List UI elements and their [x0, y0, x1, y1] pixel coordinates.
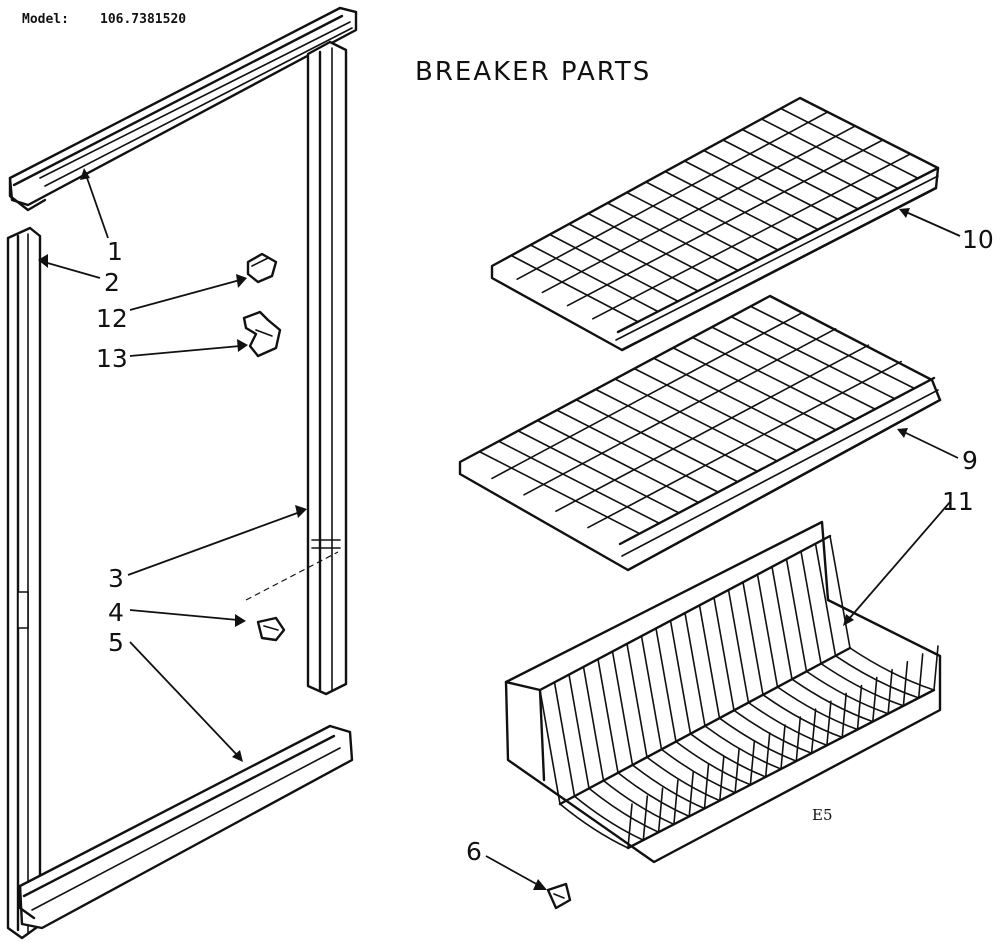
callout-2: 2 [104, 268, 120, 297]
callout-1: 1 [107, 237, 123, 266]
part-top-breaker-trim [8, 6, 358, 212]
callout-9: 9 [962, 446, 978, 475]
diagram-title: BREAKER PARTS [415, 57, 651, 87]
callout-12: 12 [96, 304, 128, 333]
part-bottom-breaker-trim [18, 724, 354, 930]
callout-5: 5 [108, 628, 124, 657]
callout-11: 11 [942, 487, 974, 516]
callout-6: 6 [466, 837, 482, 866]
callout-13: 13 [96, 344, 128, 373]
part-left-breaker-strip [6, 226, 42, 940]
callout-4: 4 [108, 598, 124, 627]
part-9-middle-shelf [458, 294, 942, 572]
model-label: Model: [22, 12, 69, 27]
part-13-bracket [242, 310, 282, 358]
callout-3: 3 [108, 564, 124, 593]
part-10-upper-shelf [490, 96, 940, 352]
part-6-cap [546, 882, 572, 910]
part-4-screw [256, 616, 286, 642]
part-12-clip [246, 252, 278, 284]
model-number: 106.7381520 [100, 12, 186, 27]
callout-10: 10 [962, 225, 994, 254]
part-11-basket [504, 520, 942, 864]
leader-lines [38, 168, 961, 890]
part-right-breaker-strip [306, 40, 348, 696]
figure-code: E5 [812, 806, 833, 824]
